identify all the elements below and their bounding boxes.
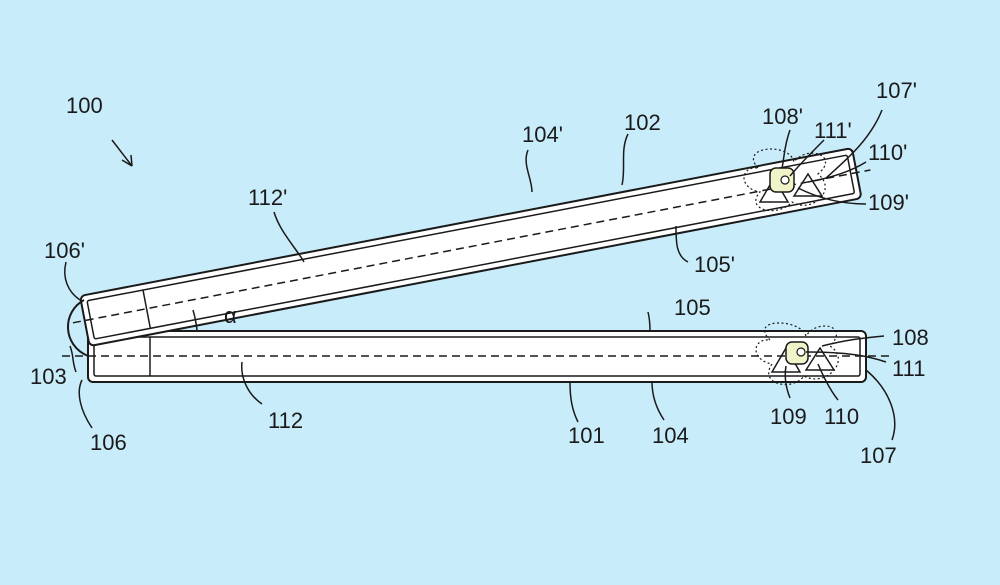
label-angle: α <box>224 303 237 328</box>
label-107: 107 <box>860 443 897 468</box>
leader-102 <box>621 133 629 186</box>
label-101: 101 <box>568 423 605 448</box>
label-106p: 106' <box>44 238 85 263</box>
upper-sensor-dotted-outline <box>743 148 826 212</box>
leader-109p <box>797 187 867 205</box>
upper-sensor-group <box>743 148 826 212</box>
leader-105p <box>675 225 689 263</box>
label-111p: 111' <box>814 118 852 143</box>
label-112: 112 <box>268 408 303 433</box>
leader-106p <box>64 261 81 301</box>
angle-arc <box>192 309 198 331</box>
label-104p: 104' <box>522 122 563 147</box>
leader-105 <box>647 311 651 332</box>
lower-panel <box>62 330 890 383</box>
label-106: 106 <box>90 430 127 455</box>
leader-109 <box>784 365 791 399</box>
label-110p: 110' <box>868 140 907 165</box>
label-104: 104 <box>652 423 689 448</box>
upper-sensor-triangle-right <box>792 172 824 197</box>
label-105p: 105' <box>694 252 735 277</box>
leader-110p <box>807 161 867 183</box>
reference-labels: 100 α 104' 102 112' 106' 105' 105 103 10… <box>30 78 929 468</box>
leader-108 <box>821 335 885 347</box>
label-108: 108 <box>892 325 929 350</box>
label-108p: 108' <box>762 104 803 129</box>
upper-panel-divider <box>142 289 152 329</box>
label-107p: 107' <box>876 78 917 103</box>
leader-104p <box>525 149 533 193</box>
label-109: 109 <box>770 404 807 429</box>
lower-sensor-point <box>796 347 806 357</box>
hinge <box>67 299 89 357</box>
leader-lines <box>64 109 896 441</box>
leader-101 <box>569 381 579 423</box>
leader-103 <box>69 345 77 373</box>
label-109p: 109' <box>868 190 909 215</box>
label-103: 103 <box>30 364 67 389</box>
label-102: 102 <box>624 110 661 135</box>
leader-111 <box>805 351 887 363</box>
label-110: 110 <box>824 404 859 429</box>
leader-106 <box>78 379 93 429</box>
label-112p: 112' <box>248 185 287 210</box>
label-105: 105 <box>674 295 711 320</box>
label-100: 100 <box>66 93 103 118</box>
upper-panel-axis <box>72 169 871 324</box>
leader-111p <box>789 139 825 177</box>
leader-108p <box>781 129 791 169</box>
label-111: 111 <box>892 356 925 381</box>
leader-110 <box>817 363 839 401</box>
lower-sensor-dotted-outline <box>755 322 839 386</box>
leader-107 <box>865 369 896 441</box>
leader-112p <box>273 211 305 263</box>
leader-112 <box>241 361 263 405</box>
upper-panel <box>72 147 871 347</box>
lower-panel-body <box>87 330 867 383</box>
upper-sensor-point <box>780 175 790 185</box>
leader-107p <box>825 109 883 179</box>
figure-arrow <box>111 139 133 167</box>
leader-104 <box>651 381 665 421</box>
